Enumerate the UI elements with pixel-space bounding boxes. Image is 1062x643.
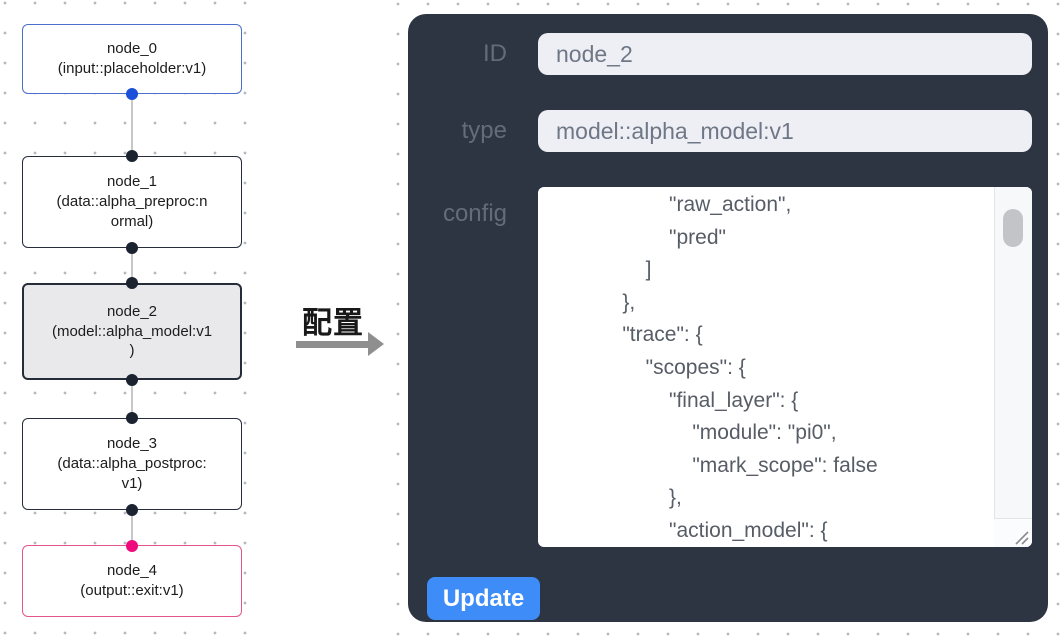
node1-input-port[interactable] xyxy=(126,150,138,162)
config-editor[interactable]: "raw_action", "pred" ] }, "trace": { "sc… xyxy=(538,187,1032,547)
resize-handle[interactable] xyxy=(994,518,1032,547)
type-input[interactable] xyxy=(538,110,1032,152)
type-field-label: type xyxy=(461,117,507,144)
flow-node-node_4[interactable]: node_4 (output::exit:v1) xyxy=(22,545,242,617)
flow-node-node_0[interactable]: node_0 (input::placeholder:v1) xyxy=(22,24,242,94)
node-config-panel: ID type config "raw_action", "pred" ] },… xyxy=(408,14,1048,622)
edge-node2-node3 xyxy=(131,380,133,418)
config-json-text[interactable]: "raw_action", "pred" ] }, "trace": { "sc… xyxy=(622,193,878,542)
id-field-label: ID xyxy=(483,40,507,67)
config-scrollbar-thumb[interactable] xyxy=(1003,209,1023,247)
annotation-label: 配置 xyxy=(302,307,364,340)
edge-node1-node2 xyxy=(131,248,133,283)
resize-grip-icon xyxy=(1015,531,1029,545)
node2-input-port[interactable] xyxy=(126,277,138,289)
right-arrow-icon xyxy=(296,341,368,348)
node1-output-port[interactable] xyxy=(126,242,138,254)
update-button[interactable]: Update xyxy=(427,577,540,620)
node3-input-port[interactable] xyxy=(126,412,138,424)
node2-output-port[interactable] xyxy=(126,374,138,386)
config-field-label: config xyxy=(442,200,507,227)
flow-node-node_2[interactable]: node_2 (model::alpha_model:v1 ) xyxy=(22,283,242,380)
id-input[interactable] xyxy=(538,33,1032,75)
node0-output-port[interactable] xyxy=(126,88,138,100)
node3-output-port[interactable] xyxy=(126,504,138,516)
node4-input-port[interactable] xyxy=(126,540,138,552)
flow-node-node_1[interactable]: node_1 (data::alpha_preproc:n ormal) xyxy=(22,156,242,248)
edge-node0-node1 xyxy=(131,94,133,156)
config-scrollbar[interactable] xyxy=(994,187,1032,547)
right-arrow-head-icon xyxy=(368,332,384,356)
flow-node-node_3[interactable]: node_3 (data::alpha_postproc: v1) xyxy=(22,418,242,510)
edge-node3-node4 xyxy=(131,510,133,545)
flow-canvas[interactable]: node_0 (input::placeholder:v1) node_1 (d… xyxy=(0,0,268,643)
